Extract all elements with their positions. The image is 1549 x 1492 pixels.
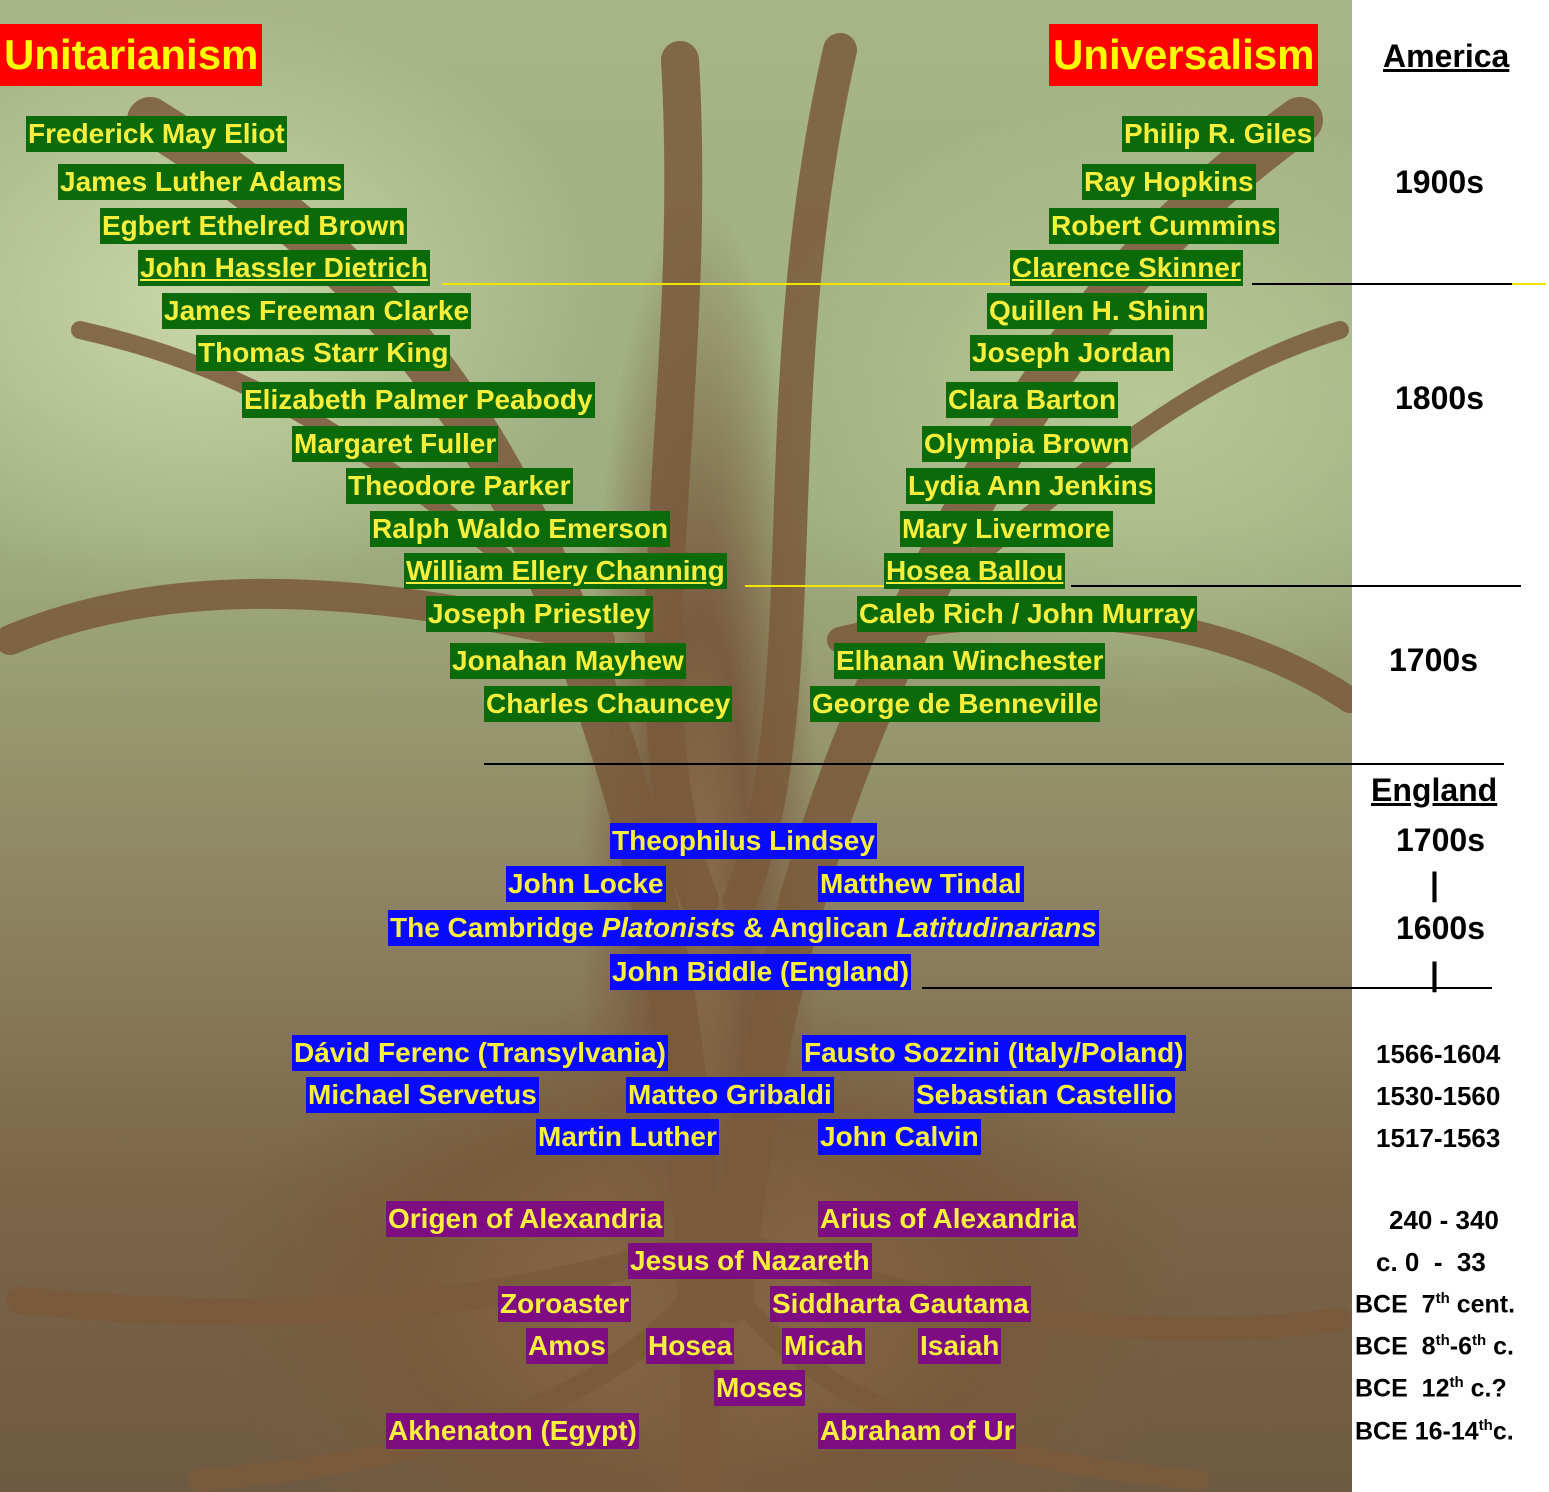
ancient-name: Moses <box>714 1370 806 1406</box>
platonists-text: Platonists <box>601 912 736 943</box>
ancient-name: Zoroaster <box>498 1286 632 1322</box>
ancient-name: Arius of Alexandria <box>818 1201 1078 1237</box>
unitarian-name: John Hassler Dietrich <box>138 250 430 286</box>
unitarian-name: Frederick May Eliot <box>26 116 287 152</box>
era-sup: th <box>1435 1290 1450 1307</box>
universalist-name: Quillen H. Shinn <box>987 293 1208 329</box>
universalist-name: Lydia Ann Jenkins <box>906 468 1156 504</box>
era-text: -6 <box>1449 1332 1472 1361</box>
unitarian-name: Jonahan Mayhew <box>450 643 686 679</box>
era-label: BCE 8th-6th c. <box>1355 1332 1514 1361</box>
ancient-name: Hosea <box>646 1328 735 1364</box>
divider-line <box>1071 585 1521 587</box>
universalist-name: Ray Hopkins <box>1082 164 1256 200</box>
universalist-name: Robert Cummins <box>1049 208 1279 244</box>
anglican-text: & Anglican <box>735 912 897 943</box>
universalist-name: Philip R. Giles <box>1122 116 1315 152</box>
era-label: 1600s <box>1396 910 1485 946</box>
era-sup: th <box>1478 1417 1493 1434</box>
era-sup: th <box>1435 1332 1450 1349</box>
era-text: c. <box>1486 1332 1514 1361</box>
era-text: cent. <box>1449 1290 1516 1319</box>
cambridge-text: The Cambridge <box>390 912 602 943</box>
era-sup: th <box>1472 1332 1487 1349</box>
unitarian-name: James Freeman Clarke <box>162 293 472 329</box>
unitarian-name: Elizabeth Palmer Peabody <box>242 382 595 418</box>
divider-line <box>1252 283 1512 285</box>
ancient-name: Siddharta Gautama <box>770 1286 1031 1322</box>
england-name: Matthew Tindal <box>818 866 1024 902</box>
era-separator: | <box>1430 866 1439 902</box>
universalist-name: George de Benneville <box>810 686 1101 722</box>
era-label: 1700s <box>1389 642 1478 678</box>
england-heading: England <box>1371 772 1498 808</box>
divider-line <box>922 987 1492 989</box>
universalist-name: Olympia Brown <box>922 426 1132 462</box>
ancient-name: Isaiah <box>918 1328 1002 1364</box>
era-text: c.? <box>1463 1374 1507 1403</box>
unitarian-name: James Luther Adams <box>58 164 345 200</box>
era-label: 1900s <box>1395 164 1484 200</box>
latitudinarians-text: Latitudinarians <box>896 912 1097 943</box>
reformation-name: Dávid Ferenc (Transylvania) <box>292 1035 668 1071</box>
era-text: BCE 12 <box>1355 1374 1450 1403</box>
ancient-name: Amos <box>526 1328 608 1364</box>
reformation-name: Fausto Sozzini (Italy/Poland) <box>802 1035 1186 1071</box>
era-label: BCE 16-14thc. <box>1355 1417 1514 1446</box>
era-label: c. 0 - 33 <box>1376 1247 1486 1277</box>
reformation-name: Martin Luther <box>536 1119 719 1155</box>
ancient-name: Origen of Alexandria <box>386 1201 665 1237</box>
universalism-title: Universalism <box>1049 24 1319 86</box>
era-text: BCE 7 <box>1355 1290 1436 1319</box>
reformation-name: Michael Servetus <box>306 1077 539 1113</box>
america-heading: America <box>1383 38 1510 74</box>
reformation-name: Matteo Gribaldi <box>626 1077 834 1113</box>
reformation-name: Sebastian Castellio <box>914 1077 1175 1113</box>
ancient-name: Micah <box>782 1328 866 1364</box>
unitarian-name: Charles Chauncey <box>484 686 733 722</box>
era-text: BCE 16-14 <box>1355 1417 1479 1446</box>
unitarian-name: Margaret Fuller <box>292 426 499 462</box>
universalist-name: Hosea Ballou <box>884 553 1066 589</box>
era-separator: | <box>1430 956 1439 992</box>
england-name: John Locke <box>506 866 666 902</box>
universalist-name: Elhanan Winchester <box>834 643 1106 679</box>
era-label: 1517-1563 <box>1376 1123 1501 1153</box>
divider-line <box>745 585 884 587</box>
era-text: BCE 8 <box>1355 1332 1436 1361</box>
era-label: 1530-1560 <box>1376 1081 1501 1111</box>
unitarian-name: Theodore Parker <box>346 468 573 504</box>
unitarian-name: Thomas Starr King <box>196 335 451 371</box>
era-label: BCE 7th cent. <box>1355 1290 1515 1319</box>
unitarian-name: Joseph Priestley <box>426 596 653 632</box>
universalist-name: Caleb Rich / John Murray <box>857 596 1198 632</box>
unitarian-name: William Ellery Channing <box>404 553 727 589</box>
era-sup: th <box>1449 1374 1464 1391</box>
era-label: 240 - 340 <box>1389 1205 1499 1235</box>
england-name: John Biddle (England) <box>610 954 912 990</box>
england-name: Theophilus Lindsey <box>610 823 877 859</box>
cambridge-platonists-label: The Cambridge Platonists & Anglican Lati… <box>388 910 1099 946</box>
universalist-name: Clara Barton <box>946 382 1119 418</box>
divider-line <box>484 763 1504 765</box>
unitarian-name: Ralph Waldo Emerson <box>370 511 671 547</box>
era-label: 1566-1604 <box>1376 1039 1501 1069</box>
divider-line <box>442 283 1010 285</box>
universalist-name: Mary Livermore <box>900 511 1113 547</box>
divider-line <box>1512 283 1546 285</box>
unitarianism-title: Unitarianism <box>0 24 263 86</box>
universalist-name: Clarence Skinner <box>1010 250 1243 286</box>
era-label: 1700s <box>1396 822 1485 858</box>
ancient-name: Abraham of Ur <box>818 1413 1017 1449</box>
era-label: BCE 12th c.? <box>1355 1374 1507 1403</box>
era-label: 1800s <box>1395 380 1484 416</box>
unitarian-name: Egbert Ethelred Brown <box>100 208 408 244</box>
ancient-name: Jesus of Nazareth <box>628 1243 872 1279</box>
era-text: c. <box>1492 1417 1514 1446</box>
universalist-name: Joseph Jordan <box>970 335 1174 371</box>
reformation-name: John Calvin <box>818 1119 981 1155</box>
ancient-name: Akhenaton (Egypt) <box>386 1413 639 1449</box>
